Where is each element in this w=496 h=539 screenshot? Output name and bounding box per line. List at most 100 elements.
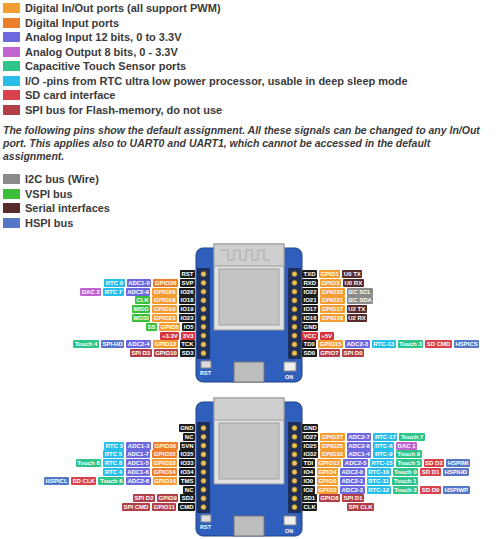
header-pin — [292, 478, 297, 483]
header-strip — [197, 268, 210, 359]
pin-name-tag: NC — [183, 433, 195, 441]
legend-text: I2C bus (Wire) — [25, 173, 99, 186]
signal-tag: HSPIWP — [443, 486, 470, 494]
signal-tag: GPIO22 — [320, 288, 345, 296]
signal-tag: Touch 0 — [393, 468, 419, 476]
signal-tag: SPI D1 — [342, 494, 364, 502]
signal-tag: HSPIHD — [443, 468, 469, 476]
signal-tag: ADC1-5 — [126, 459, 151, 467]
signal-tag: RTC-9 — [373, 450, 394, 458]
signal-tag: RTC-17 — [373, 433, 397, 441]
signal-tag: ADC1-0 — [127, 279, 152, 287]
header-pin — [201, 461, 206, 466]
signal-tag: ADC2-0 — [340, 468, 365, 476]
signal-tag: ADC2-1 — [340, 477, 365, 485]
signal-tag: SPI CLK — [347, 503, 374, 511]
header-pin — [201, 324, 206, 329]
antenna-area — [214, 398, 284, 420]
signal-tag: +3.3V — [160, 332, 179, 340]
signal-tag: GPIO34 — [152, 468, 177, 476]
header-pin — [292, 351, 297, 356]
header-pin — [201, 271, 206, 276]
signal-tag: +5V — [320, 332, 334, 340]
signal-tag: U0 RX — [343, 279, 364, 287]
pin-name-tag: IO34 — [179, 468, 195, 476]
reset-button — [201, 515, 211, 522]
header-pin — [292, 342, 297, 347]
header-strip — [288, 422, 301, 513]
board-text: ON — [285, 528, 293, 534]
antenna-area — [214, 244, 284, 266]
header-pin — [292, 461, 297, 466]
legend-swatch — [3, 105, 20, 115]
pin-name-tag: TCK — [180, 340, 195, 348]
signal-tag: GPIO5 — [159, 323, 180, 331]
signal-tag: GPIO10 — [154, 349, 179, 357]
pin-name-tag: IO18 — [179, 296, 195, 304]
header-pin — [201, 505, 206, 510]
header-pin — [201, 342, 206, 347]
signal-tag: GPIO17 — [320, 305, 345, 313]
signal-tag: Touch 9 — [396, 450, 422, 458]
pin-name-tag: NC — [183, 486, 195, 494]
header-pin — [201, 280, 206, 285]
header-pin — [292, 434, 297, 439]
signal-tag: ADC2-3 — [345, 340, 370, 348]
pin-name-tag: SVP — [180, 279, 195, 287]
legend-item: SD card interface — [0, 89, 90, 102]
pin-name-tag: IO32 — [302, 450, 318, 458]
legend-text: SD card interface — [25, 89, 115, 102]
signal-tag: Touch 2 — [393, 486, 419, 494]
signal-tag: GPIO18 — [152, 296, 177, 304]
legend-swatch — [3, 189, 20, 199]
signal-tag: HSPICS — [454, 340, 479, 348]
header-pin — [292, 469, 297, 474]
signal-tag: SD CLK — [71, 477, 96, 485]
legend-text: Analog Output 8 bits, 0 - 3.3V — [25, 46, 178, 59]
pin-name-tag: IO17 — [302, 305, 318, 313]
signal-tag: GPIO39 — [153, 442, 178, 450]
header-pin — [201, 443, 206, 448]
header-pin — [292, 289, 297, 294]
signal-tag: GPIO35 — [152, 450, 177, 458]
header-pin — [201, 496, 206, 501]
pin-name-tag: IO22 — [302, 288, 318, 296]
pin-name-tag: TMS — [179, 477, 195, 485]
signal-tag: HSPICL — [44, 477, 69, 485]
signal-tag: SPI D3 — [130, 349, 152, 357]
pin-name-tag: RXD — [302, 279, 318, 287]
legend-swatch — [3, 76, 20, 86]
pin-name-tag: SD3 — [180, 349, 195, 357]
signal-tag: GPIO13 — [153, 340, 178, 348]
legend-swatch — [3, 61, 20, 71]
pin-name-tag: IO5 — [182, 323, 195, 331]
header-pin — [201, 469, 206, 474]
reset-button — [201, 361, 211, 368]
pin-name-tag: IO25 — [302, 442, 318, 450]
pin-name-tag: TDI — [302, 459, 315, 467]
legend-text: I/O -pins from RTC ultra low power proce… — [25, 75, 408, 88]
signal-tag: SPI-HD — [101, 340, 124, 348]
board-text: RST — [200, 370, 211, 376]
signal-tag: RTC-15 — [370, 459, 394, 467]
legend-swatch — [3, 90, 20, 100]
legend-item: I2C bus (Wire) — [0, 173, 74, 186]
power-switch — [284, 362, 296, 371]
signal-tag: GPIO14 — [153, 477, 178, 485]
signal-tag: SPI CMD — [122, 503, 150, 511]
legend-text: HSPI bus — [25, 217, 73, 230]
signal-tag: ADC1-7 — [126, 450, 151, 458]
signal-tag: GPIO12 — [317, 459, 342, 467]
header-pin — [201, 298, 206, 303]
signal-tag: RTC-13 — [372, 340, 396, 348]
signal-tag: SS — [146, 323, 157, 331]
signal-tag: RTC 3 — [104, 442, 124, 450]
pin-name-tag: IO2 — [302, 486, 315, 494]
signal-tag: GPIO33 — [152, 459, 177, 467]
header-pin — [201, 434, 206, 439]
legend-swatch — [3, 174, 20, 184]
signal-tag: SPI D2 — [133, 494, 155, 502]
header-pin — [292, 315, 297, 320]
header-pin — [292, 307, 297, 312]
